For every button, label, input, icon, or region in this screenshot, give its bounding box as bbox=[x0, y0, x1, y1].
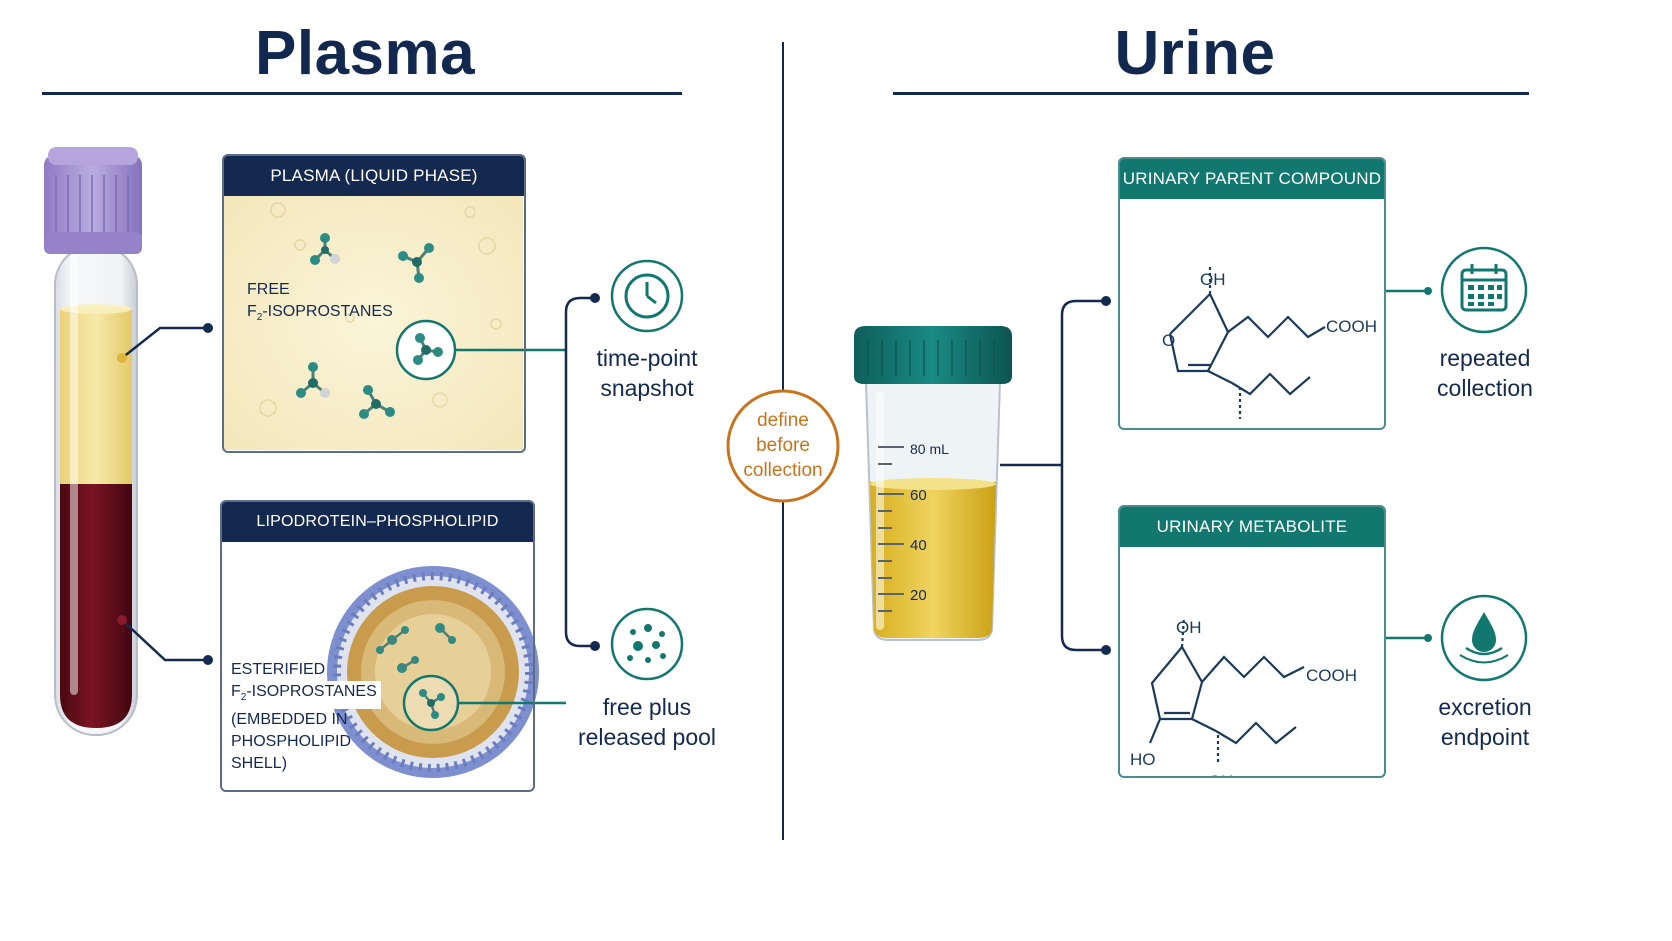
svg-text:COOH: COOH bbox=[1306, 666, 1357, 685]
urinary-parent-header: URINARY PARENT COMPOUND bbox=[1120, 159, 1384, 199]
metabolite-structure: OH COOH HO OH bbox=[1130, 616, 1357, 776]
plasma-outcome-connectors bbox=[455, 296, 595, 705]
plasma-title: Plasma bbox=[255, 19, 476, 88]
lipoprotein-particle bbox=[327, 566, 539, 778]
plasma-liquid-panel: PLASMA (LIQUID PHASE) bbox=[222, 154, 526, 453]
svg-text:OH: OH bbox=[1176, 618, 1202, 637]
clock-icon bbox=[610, 259, 684, 333]
dots-icon bbox=[610, 607, 684, 681]
cup-mark-60: 60 bbox=[910, 487, 927, 504]
lipoprotein-header: LIPODROTEIN–PHOSPHOLIPID PARTICLE bbox=[222, 502, 533, 570]
calendar-icon bbox=[1440, 246, 1528, 334]
urine-title-rule bbox=[893, 92, 1529, 95]
blood-tube bbox=[44, 147, 142, 736]
svg-text:OH: OH bbox=[1200, 270, 1226, 289]
svg-text:OH: OH bbox=[1208, 772, 1234, 776]
urine-cup bbox=[854, 326, 1012, 641]
droplet-icon bbox=[1440, 594, 1528, 682]
cup-mark-20: 20 bbox=[910, 587, 927, 604]
cup-mark-40: 40 bbox=[910, 537, 927, 554]
esterified-isoprostanes-label: ESTERIFIED F2-ISOPROSTANES (EMBEDDED IN … bbox=[231, 659, 381, 775]
free-molecules bbox=[296, 233, 457, 419]
svg-text:O: O bbox=[1162, 331, 1175, 350]
plasma-title-rule bbox=[42, 92, 682, 95]
parent-compound-structure: OH O COOH OH bbox=[1162, 264, 1377, 419]
svg-text:COOH: COOH bbox=[1326, 317, 1377, 336]
tube-connectors bbox=[121, 326, 208, 662]
cup-mark-80: 80 mL bbox=[910, 441, 949, 457]
urinary-metabolite-header: URINARY METABOLITE bbox=[1120, 507, 1384, 547]
define-before-collection-badge bbox=[726, 389, 840, 503]
svg-text:HO: HO bbox=[1130, 750, 1156, 769]
free-isoprostanes-label: FREE F2-ISOPROSTANES bbox=[247, 281, 393, 324]
urinary-metabolite-panel: URINARY METABOLITE OH COOH HO OH bbox=[1118, 505, 1386, 778]
lipoprotein-panel: LIPODROTEIN–PHOSPHOLIPID PARTICLE bbox=[220, 500, 535, 792]
plasma-liquid-header: PLASMA (LIQUID PHASE) bbox=[224, 156, 524, 196]
urine-connectors bbox=[1000, 299, 1106, 652]
urinary-parent-panel: URINARY PARENT COMPOUND OH O COOH OH bbox=[1118, 157, 1386, 430]
urine-title: Urine bbox=[1114, 19, 1276, 88]
